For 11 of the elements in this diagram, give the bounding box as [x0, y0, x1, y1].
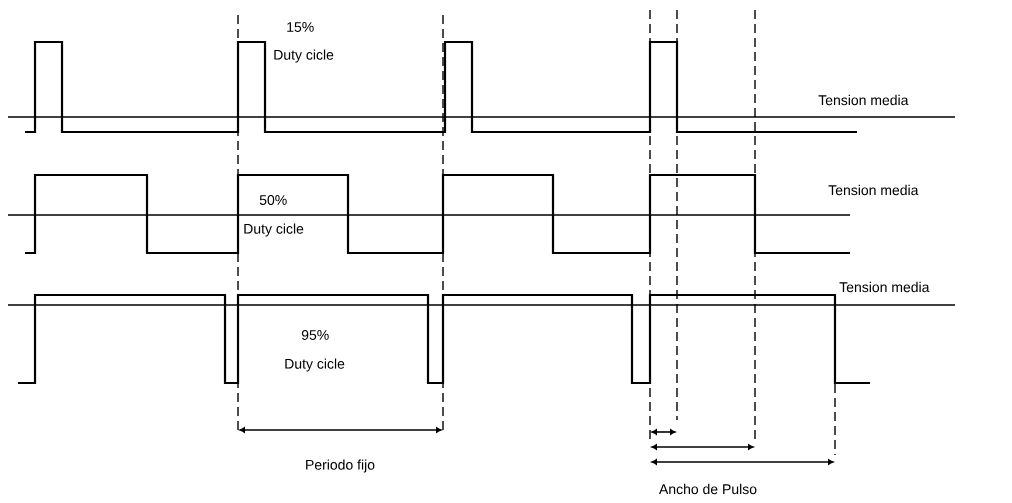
- pulse-width-label: Ancho de Pulso: [659, 483, 757, 495]
- mean-voltage-label: Tension media: [828, 184, 919, 196]
- percent-label: 95%: [301, 330, 329, 340]
- mean-voltage-label: Tension media: [818, 94, 909, 106]
- period-label: Periodo fijo: [306, 459, 375, 473]
- percent-label: 15%: [287, 22, 314, 32]
- duty-cycle-label: Duty cicle: [285, 358, 345, 372]
- percent-label: 50%: [259, 195, 287, 205]
- duty-cycle-label: Duty cicle: [274, 49, 334, 63]
- mean-voltage-label: Tension media: [839, 281, 930, 293]
- duty-cycle-label: Duty cicle: [244, 223, 304, 237]
